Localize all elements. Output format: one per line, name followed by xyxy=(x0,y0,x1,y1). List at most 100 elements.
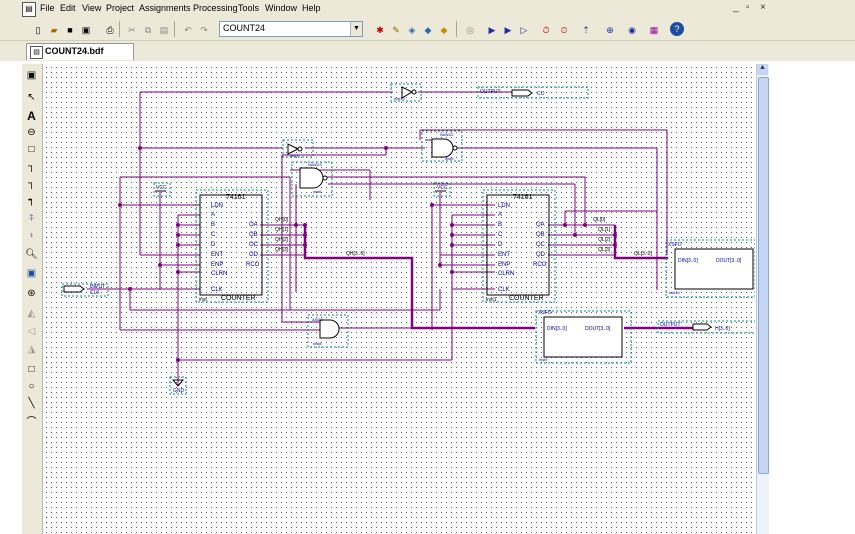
simulation-icon[interactable]: ⏱ xyxy=(542,24,550,35)
orthogonal-node-tool-icon[interactable]: ┐ xyxy=(27,161,36,172)
and2-gate[interactable]: AND2 inst8 xyxy=(307,314,349,348)
menu-window[interactable]: Window xyxy=(265,3,298,13)
full-screen-icon[interactable]: ▣ xyxy=(26,268,37,279)
svg-text:QA: QA xyxy=(536,222,545,228)
restore-icon[interactable]: ▫ xyxy=(746,2,750,13)
zoom-tool-icon[interactable]: 🔍︎ xyxy=(25,249,38,260)
chevron-down-icon[interactable]: ▼ xyxy=(350,22,362,36)
chip-planner-icon[interactable]: ◉ xyxy=(628,24,636,35)
xsfo-block-right[interactable]: XSFO DIN[3..0] DOUT[3..0] inst10 xyxy=(665,239,755,298)
rtl-viewer-icon[interactable]: ⊕ xyxy=(606,24,614,35)
print-icon[interactable]: ⎙ xyxy=(106,24,114,35)
document-tab-bar: ▤ COUNT24.bdf xyxy=(0,41,855,61)
orthogonal-bus-tool-icon[interactable]: ┐ xyxy=(27,178,36,189)
menu-assignments[interactable]: Assignments xyxy=(139,3,191,13)
help-icon[interactable]: ? xyxy=(670,22,684,36)
schematic-canvas[interactable]: 74161 COUNTER inst LDN A B C D ENT ENP C… xyxy=(43,64,755,534)
counter-right-type: COUNTER xyxy=(509,295,544,302)
text-tool-icon[interactable]: A xyxy=(27,108,36,123)
vcc-right[interactable]: VCC xyxy=(433,182,451,197)
assignment-editor-icon[interactable]: ▦ xyxy=(649,24,659,35)
menu-edit[interactable]: Edit xyxy=(60,3,76,13)
synthesis-icon[interactable]: ◆ xyxy=(424,24,432,35)
scroll-up-icon[interactable]: ▲ xyxy=(757,64,768,75)
counter-left-inst: inst xyxy=(199,297,207,303)
svg-text:NAND2: NAND2 xyxy=(440,132,454,137)
redo-icon[interactable]: ↷ xyxy=(200,24,208,35)
arc-tool-icon[interactable]: ⌒ xyxy=(26,417,37,428)
find-icon[interactable]: ⊛ xyxy=(27,288,36,299)
partial-line-selection-icon[interactable]: ⍖ xyxy=(28,230,35,241)
conduit-tool-icon[interactable]: ┑ xyxy=(28,195,35,206)
rubberbanding-icon[interactable]: ⍏ xyxy=(28,213,35,224)
start-compilation-icon[interactable]: ▶ xyxy=(488,24,496,35)
minimize-button[interactable]: _ xyxy=(733,2,739,13)
block-tool-icon[interactable]: □ xyxy=(28,144,35,155)
detach-window-icon[interactable]: ▣ xyxy=(26,70,37,81)
nand3-gate[interactable]: NAND3 inst6 xyxy=(291,161,333,197)
menu-help[interactable]: Help xyxy=(302,3,321,13)
svg-text:inst10: inst10 xyxy=(669,290,680,295)
start-analysis-icon[interactable]: ▶ xyxy=(504,24,512,35)
line-tool-icon[interactable]: ╲ xyxy=(28,398,35,409)
analysis-icon[interactable]: ◈ xyxy=(408,24,416,35)
compiler-tool-icon[interactable]: ✱ xyxy=(376,24,384,35)
vertical-scrollbar[interactable]: ▲ xyxy=(756,64,769,534)
undo-icon[interactable]: ↶ xyxy=(184,24,192,35)
menu-tools[interactable]: Tools xyxy=(238,3,260,13)
pencil-icon[interactable]: ✎ xyxy=(392,24,400,35)
scrollbar-thumb[interactable] xyxy=(758,77,769,474)
svg-text:NAND3: NAND3 xyxy=(308,162,322,167)
pin-clk: CLK xyxy=(211,287,223,293)
close-button[interactable]: × xyxy=(760,2,766,13)
counter-left[interactable]: 74161 COUNTER inst LDN A B C D ENT ENP C… xyxy=(195,189,289,303)
copy-icon[interactable]: ⧉ xyxy=(144,24,152,35)
nand2-gate[interactable]: NAND2 inst5 xyxy=(421,130,463,162)
svg-text:B: B xyxy=(498,222,502,228)
gnd-symbol[interactable]: GND xyxy=(169,376,187,395)
qh-bit-2: QH[2] xyxy=(275,237,289,243)
svg-text:INPUT: INPUT xyxy=(90,284,105,290)
settings-icon[interactable]: ◎ xyxy=(466,24,474,35)
open-folder-icon[interactable]: ▰ xyxy=(50,24,58,35)
xsfo-block-left[interactable]: XSFO DIN[3..0] DOUT[3..0] inst9 xyxy=(535,310,632,364)
counter-right[interactable]: 74161 COUNTER inst1 LDN A B C D ENT ENP … xyxy=(482,189,611,303)
fitter-icon[interactable]: ◆ xyxy=(440,24,448,35)
simulation-report-icon[interactable]: ⏲ xyxy=(560,24,568,35)
new-file-icon[interactable]: ▯ xyxy=(35,24,41,35)
save-icon[interactable]: ■ xyxy=(67,25,73,35)
vcc-left[interactable]: VCC xyxy=(153,182,171,197)
rotate-icon[interactable]: ◮ xyxy=(27,344,36,355)
oval-tool-icon[interactable]: ○ xyxy=(28,381,35,392)
menu-view[interactable]: View xyxy=(82,3,102,13)
svg-text:inst10: inst10 xyxy=(394,96,405,101)
symbol-tool-icon[interactable]: ⊖ xyxy=(27,127,36,138)
input-pin-clk[interactable]: INPUT CLK xyxy=(61,283,109,297)
menu-project[interactable]: Project xyxy=(106,3,135,13)
pin-rco: RCO xyxy=(246,262,260,268)
save-all-icon[interactable]: ▣ xyxy=(81,24,91,35)
project-selector[interactable]: COUNT24 ▼ xyxy=(219,21,363,37)
output-pin-h[interactable]: OUTPUT H[3..0] xyxy=(657,320,755,334)
svg-text:inst3: inst3 xyxy=(290,153,299,158)
app-icon[interactable]: ▤ xyxy=(22,2,36,17)
menu-processing[interactable]: Processing xyxy=(193,3,238,13)
flip-vertical-icon[interactable]: ◁ xyxy=(27,326,36,337)
pin-qc: OC xyxy=(249,242,259,248)
menu-file[interactable]: File xyxy=(40,3,55,13)
cut-icon[interactable]: ✂ xyxy=(128,24,136,35)
tab-count24[interactable]: ▤ COUNT24.bdf xyxy=(26,43,134,60)
svg-text:D: D xyxy=(498,242,503,248)
timing-analysis-icon[interactable]: ▷ xyxy=(520,24,528,35)
tab-title: COUNT24.bdf xyxy=(45,46,104,56)
programmer-icon[interactable]: ⇡ xyxy=(582,24,590,35)
rectangle-tool-icon[interactable]: □ xyxy=(28,364,35,375)
output-pin-co[interactable]: OUTPUT CO xyxy=(477,86,589,99)
svg-text:GND: GND xyxy=(173,388,185,394)
flip-horizontal-icon[interactable]: ◭ xyxy=(27,308,36,319)
qh-bit-0: QH[0] xyxy=(275,217,289,223)
selection-tool-icon[interactable]: ↖ xyxy=(27,92,36,103)
paste-icon[interactable]: ▤ xyxy=(159,24,169,35)
not-gate-top[interactable]: inst10 xyxy=(390,83,422,102)
not-gate-mid[interactable]: inst3 xyxy=(282,139,314,158)
